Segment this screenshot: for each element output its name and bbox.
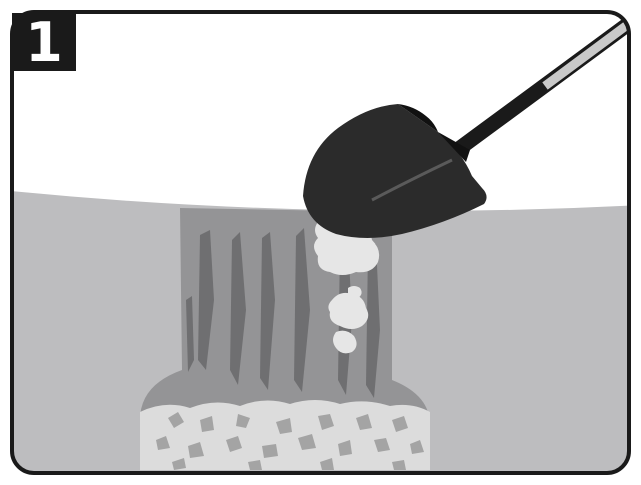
step-badge: 1 <box>12 13 76 71</box>
step-number: 1 <box>25 16 63 70</box>
